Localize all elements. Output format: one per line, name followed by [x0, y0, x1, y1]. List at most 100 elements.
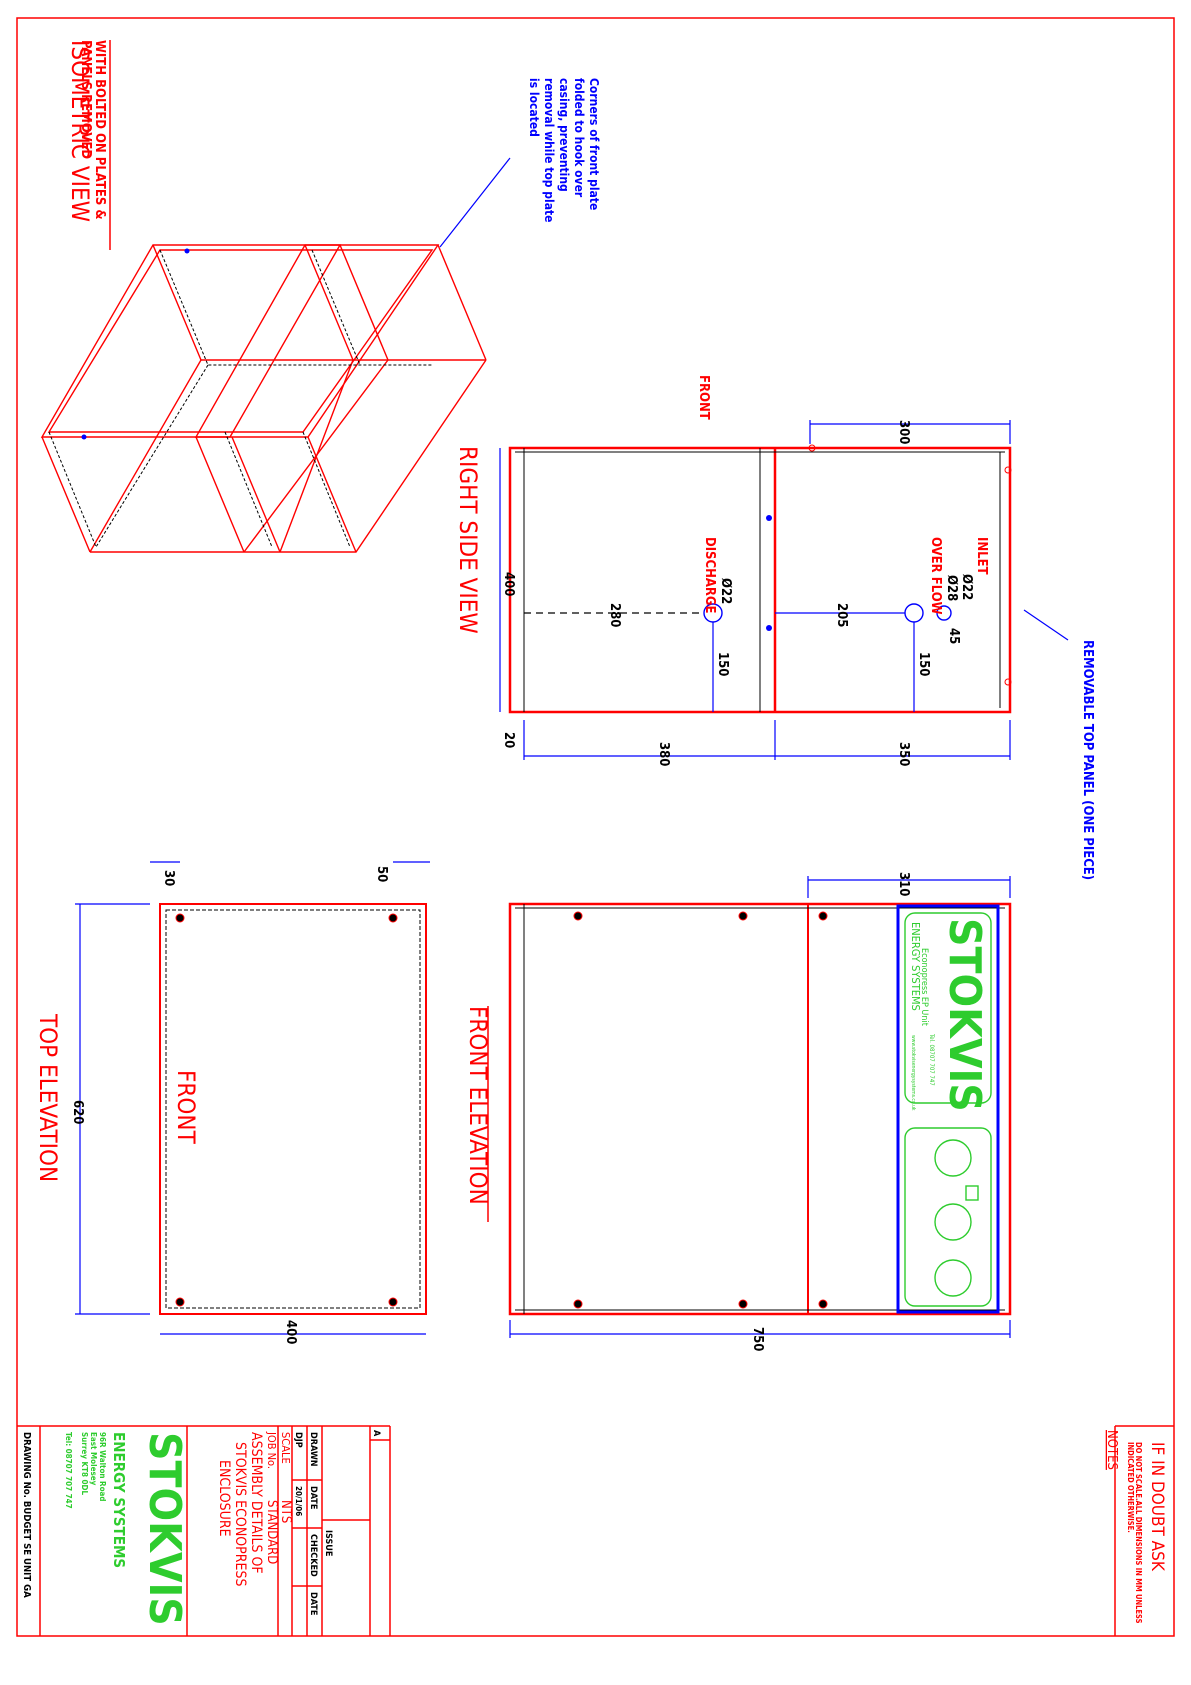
fe-bolt [738, 911, 748, 921]
dim-620: 620 [70, 1100, 85, 1124]
dim-400-top: 400 [283, 1320, 298, 1344]
tb-title-line: ENCLOSURE [216, 1460, 232, 1537]
te-bolt [388, 1297, 398, 1307]
fe-bolt [818, 911, 828, 921]
dim-150-discharge: 150 [715, 652, 730, 676]
iso-subtitle: WITH BOLTED ON PLATES & [92, 40, 107, 220]
iso-hidden [95, 364, 209, 548]
iso-edge [195, 436, 245, 553]
panel-brand: STOKVIS [939, 918, 990, 1112]
tb-tel: Tel: 08707 707 747 [64, 1432, 73, 1509]
fe-bolt [738, 1299, 748, 1309]
tb-title-line: ASSEMBLY DETAILS OF [248, 1432, 264, 1574]
tb-address: East Molesey [89, 1432, 98, 1486]
fe-outline [508, 902, 1012, 1316]
dim-400: 400 [501, 572, 516, 596]
notes-block [1114, 1425, 1174, 1636]
right-side-view [499, 420, 1069, 760]
removable-leader [1023, 609, 1069, 641]
dim-205: 205 [834, 603, 849, 627]
dim-300: 300 [896, 420, 911, 444]
tb-address: Surrey KT8 0DL [80, 1432, 89, 1495]
iso-edge [437, 244, 487, 361]
tb-scale: NTS [278, 1500, 293, 1523]
iso-markers [81, 248, 190, 440]
iso-edge [307, 436, 357, 553]
tb-title-line: STOKVIS ECONOPRESS [232, 1442, 248, 1586]
iso-marker [81, 434, 87, 440]
rsv-hook [808, 444, 816, 452]
iso-hidden [224, 431, 273, 548]
tb-checked-label: CHECKED [308, 1534, 318, 1577]
iso-top-outline [40, 244, 440, 438]
rsv-title: RIGHT SIDE VIEW [454, 446, 482, 634]
tb-rev: A [371, 1430, 381, 1437]
top-elevation [75, 861, 430, 1335]
tb-date-label: DATE [308, 1486, 318, 1509]
dim-50: 50 [374, 866, 389, 882]
gauge-icon [934, 1139, 972, 1177]
notes-title: NOTES [1104, 1430, 1119, 1470]
rsv-hook [1004, 466, 1012, 474]
te-title: TOP ELEVATION [34, 1013, 62, 1182]
dim-750: 750 [750, 1327, 765, 1351]
iso-edge [41, 436, 91, 553]
tb-scale-label: SCALE [279, 1432, 292, 1464]
tb-drawn-by: DJP [293, 1432, 303, 1448]
front-elevation [487, 876, 1012, 1338]
dim-380: 380 [656, 742, 671, 766]
te-inner-outline [165, 909, 421, 1309]
notes-header: IF IN DOUBT ASK [1147, 1442, 1167, 1572]
fe-bolt [573, 911, 583, 921]
dim-45: 45 [946, 628, 961, 644]
isometric-view [40, 244, 487, 553]
iso-edge [152, 244, 202, 361]
rsv-front-label: FRONT [696, 375, 711, 420]
tb-job-label: JOB No. [265, 1431, 278, 1469]
iso-edge [89, 359, 202, 553]
panel-brand-sub: ENERGY SYSTEMS [909, 922, 922, 1011]
rsv-bolt [766, 515, 772, 521]
discharge-label: DISCHARGE [702, 537, 717, 614]
dim-20: 20 [501, 732, 516, 748]
iso-note: Corners of front plate folded to hook ov… [527, 78, 601, 223]
iso-note-line: removal while top plate [542, 78, 556, 223]
notes-line: DO NOT SCALE.ALL DIMENSIONS IN MM UNLESS [1134, 1442, 1143, 1624]
rsv-bolt [766, 625, 772, 631]
tb-drawing-no: DRAWING No. BUDGET SE UNIT GA [21, 1432, 32, 1598]
panel-web: www.stokvisenergysystems.co.uk [910, 1035, 916, 1111]
title-block [17, 1425, 391, 1636]
iso-hidden [159, 249, 432, 366]
fe-title: FRONT ELEVATION [464, 1006, 492, 1205]
tb-drawn-date: 20/1/06 [294, 1486, 303, 1516]
fe-bolt [573, 1299, 583, 1309]
dim-150-overflow: 150 [916, 652, 931, 676]
te-front-label: FRONT [172, 1070, 200, 1145]
iso-note-line: Corners of front plate [587, 78, 601, 210]
iso-note-line: folded to hook over [572, 78, 586, 198]
iso-note-line: casing, preventing [557, 78, 571, 192]
tb-drawn-label: DRAWN [308, 1432, 318, 1467]
inlet-connection [936, 605, 952, 621]
iso-edge [279, 359, 354, 553]
removable-panel-label: REMOVABLE TOP PANEL (ONE PIECE) [1080, 640, 1095, 880]
panel-tel: Tel. 08707 707 747 [928, 1033, 935, 1086]
panel-label-plate [904, 912, 992, 1104]
tb-address: 96R Walton Road [98, 1432, 107, 1502]
panel-switch-plate [904, 1127, 992, 1307]
te-bolt [175, 1297, 185, 1307]
iso-hidden-lines [48, 249, 432, 548]
iso-edge [339, 244, 389, 361]
iso-hidden [302, 431, 351, 548]
iso-marker [184, 248, 190, 254]
iso-edge [304, 244, 354, 361]
inlet-label: INLET [974, 537, 989, 575]
overflow-label: OVER FLOW [928, 537, 943, 615]
iso-hidden [48, 431, 97, 548]
iso-subtitle: PANELS REMOVED [78, 40, 93, 159]
tb-date2-label: DATE [308, 1592, 318, 1615]
te-outline [159, 903, 427, 1315]
dim-310: 310 [896, 872, 911, 896]
indicator-icon [965, 1185, 979, 1201]
